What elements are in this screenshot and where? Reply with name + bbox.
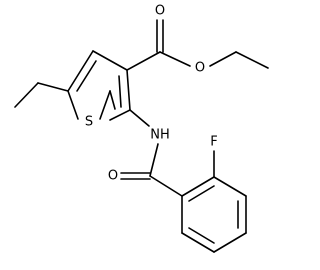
thiophene-s-c2-bond	[99, 90, 111, 120]
sulfur-label: S	[85, 115, 93, 130]
amide-carbon-benzene-bond	[149, 175, 183, 197]
benzene-c5-c6-double-bond	[188, 227, 215, 244]
ester-carbon-ether-oxygen-bond	[159, 51, 191, 67]
chemical-structure: S O O NH O F	[0, 0, 272, 270]
thiophene-c2-c3-double-bond	[118, 75, 122, 108]
ethyl-ch2-ring-bond	[37, 82, 69, 92]
benzene-c2-c3-bond	[213, 176, 247, 197]
benzene-c1-c2-double-bond	[188, 185, 215, 202]
thiophene-c3-c4-bond	[92, 50, 128, 71]
amide-carbonyl-oxygen-label: O	[108, 169, 118, 184]
ester-carbonyl-oxygen-label: O	[155, 4, 165, 19]
thiophene-c2-c3-ring-bond	[126, 69, 131, 111]
ethoxy-ch2-ch3-bond	[235, 51, 269, 69]
amide-nh-label: NH	[150, 128, 170, 143]
ether-oxygen-label: O	[195, 61, 205, 76]
thiophene-c4-c5-bond	[67, 50, 94, 92]
benzene-c5-c6-bond	[181, 232, 215, 253]
nh-carbonyl-carbon-bond	[149, 143, 159, 177]
thiophene-c2-c3-bond	[109, 90, 116, 110]
thiophene-c4-c5-double-bond	[76, 60, 97, 92]
background	[0, 0, 272, 270]
ether-oxygen-ch2-bond	[209, 51, 237, 67]
ring-carbonyl-carbon-bond	[126, 51, 161, 71]
thiophene-c2-s-bond	[109, 109, 131, 121]
ethyl-ch3-ch2-bond	[14, 82, 39, 108]
fluorine-label: F	[210, 135, 217, 150]
thiophene-c5-s-bond	[67, 90, 79, 120]
benzene-c4-c5-bond	[213, 232, 247, 253]
benzene-c1-c2-bond	[181, 176, 215, 197]
ring-nh-bond	[129, 109, 150, 127]
